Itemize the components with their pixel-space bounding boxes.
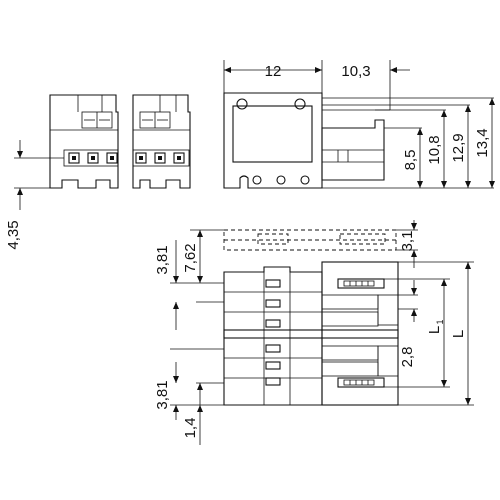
- side-view-hole: [252, 175, 262, 185]
- side-view-hole: [276, 175, 286, 185]
- dim-2-8: 2,8: [399, 347, 416, 368]
- latch: [265, 344, 281, 353]
- side-view-hole: [236, 98, 248, 110]
- dim-12: 12: [265, 63, 282, 80]
- contact-opening: [87, 152, 99, 164]
- contact-opening: [135, 152, 147, 164]
- contact-opening: [154, 152, 166, 164]
- dim-L: L: [450, 330, 467, 338]
- top-view-pin-section: [321, 261, 399, 406]
- side-view-pin-section: [321, 119, 385, 181]
- contact-opening: [173, 152, 185, 164]
- front-view: 4,35: [5, 94, 191, 250]
- front-view-right-module: [132, 94, 191, 189]
- pin: [337, 278, 385, 289]
- side-view-face: [232, 105, 313, 163]
- contact-opening: [68, 152, 80, 164]
- dim-10-3: 10,3: [341, 63, 370, 80]
- dim-12-9: 12,9: [450, 133, 467, 162]
- dim-3-1: 3,1: [399, 231, 416, 252]
- dim-3-81-bottom: 3,81: [154, 380, 171, 409]
- side-view-hole: [300, 175, 310, 185]
- dim-8-5: 8,5: [402, 150, 419, 171]
- dim-4-35: 4,35: [5, 220, 22, 249]
- dim-1-4: 1,4: [182, 418, 199, 439]
- front-view-contact-row: [63, 149, 190, 167]
- front-view-left-module: [49, 94, 119, 189]
- latch: [265, 299, 281, 308]
- latch: [265, 377, 281, 386]
- dim-7-62: 7,62: [182, 243, 199, 272]
- dim-10-8: 10,8: [426, 135, 443, 164]
- side-view-hole: [294, 98, 306, 110]
- dim-13-4: 13,4: [474, 128, 491, 157]
- latch: [265, 319, 281, 328]
- pin: [337, 377, 385, 388]
- dim-L1: L: [426, 326, 443, 334]
- pin-slot: [321, 361, 379, 377]
- dim-3-81-top: 3,81: [154, 245, 171, 274]
- pin-slot: [321, 294, 379, 310]
- top-view-body: [223, 266, 323, 406]
- pin-slot: [321, 345, 379, 361]
- contact-opening: [106, 152, 118, 164]
- pin-slot: [321, 311, 379, 327]
- top-view: 3,81 7,62 3,81 1,4 3,1 2,8 L 1 L: [154, 220, 474, 445]
- side-view-body: [223, 92, 323, 189]
- side-view: 12 10,3 8,5 10,8 12,9 13,4: [223, 60, 495, 189]
- dim-L1-subscript: 1: [435, 319, 445, 324]
- latch: [265, 279, 281, 288]
- latch: [265, 361, 281, 370]
- top-view-hidden-outline: [223, 229, 397, 251]
